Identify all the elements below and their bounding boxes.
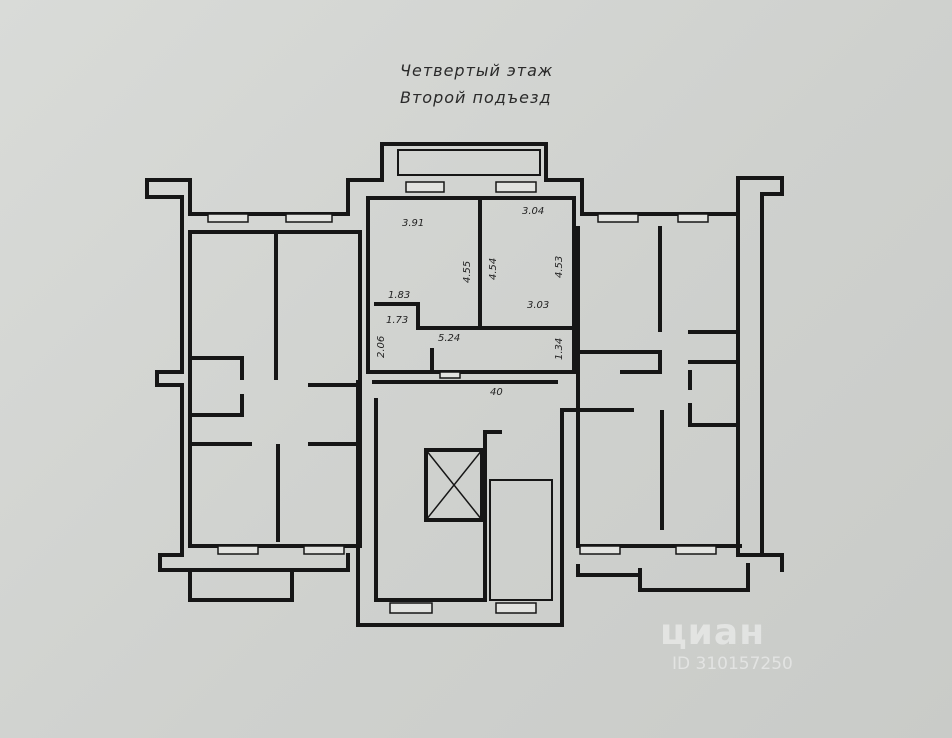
- window: [217, 545, 259, 555]
- window: [303, 545, 345, 555]
- plan-title-entrance: Второй подъезд: [400, 88, 552, 107]
- center-top-wall: [346, 142, 584, 182]
- left-partition-3: [188, 356, 244, 380]
- studio-outer-wall: [366, 196, 576, 374]
- dim-room-right-width: 3.04: [522, 206, 544, 217]
- dim-corridor-length: 5.24: [438, 333, 460, 344]
- window: [389, 602, 433, 614]
- apartment-number: 40: [490, 387, 503, 398]
- window: [677, 213, 709, 223]
- left-wing-bottom-wall: [188, 553, 350, 572]
- elevator-cross: [424, 448, 484, 522]
- watermark-id: ID 310157250: [672, 654, 793, 674]
- dim-room-right-bottom: 3.03: [527, 300, 549, 311]
- dim-hall-height: 2.06: [376, 336, 387, 358]
- door: [439, 371, 461, 379]
- window: [597, 213, 639, 223]
- watermark: циан ID 310157250: [660, 612, 793, 674]
- dim-hall-a: 1.83: [388, 290, 410, 301]
- window: [405, 181, 445, 193]
- window: [675, 545, 717, 555]
- elevator-shaft: [424, 448, 484, 522]
- watermark-brand: циан: [660, 612, 766, 653]
- window: [579, 545, 621, 555]
- dim-corridor-end: 1.34: [554, 338, 565, 360]
- stair-hall-outer: [356, 380, 564, 627]
- left-balcony: [188, 570, 294, 602]
- dim-room-left-width: 3.91: [402, 218, 424, 229]
- staircase: [489, 479, 553, 601]
- right-wing-right-wall-b: [760, 176, 784, 572]
- right-partition-2: [576, 350, 662, 374]
- dim-room-right-depth-b: 4.53: [554, 256, 565, 278]
- left-partition-4: [188, 394, 244, 417]
- dim-room-left-depth: 4.55: [462, 261, 473, 283]
- window: [495, 602, 537, 614]
- center-loggia: [397, 149, 541, 176]
- left-wing-left-wall: [145, 178, 192, 572]
- right-partition-6: [688, 403, 740, 427]
- window: [285, 213, 333, 223]
- right-wing-right-wall-a: [736, 176, 764, 557]
- dim-hall-b: 1.73: [386, 315, 408, 326]
- right-balcony: [638, 563, 750, 592]
- plan-title-floor: Четвертый этаж: [400, 61, 554, 80]
- stair-hall-inner: [374, 398, 502, 602]
- window: [495, 181, 537, 193]
- dim-room-right-depth-a: 4.54: [488, 258, 499, 280]
- window: [207, 213, 249, 223]
- studio-corridor-wall: [374, 302, 572, 330]
- left-wing-top-wall: [145, 178, 350, 216]
- right-wing-bottom-wall: [576, 564, 642, 577]
- right-wing-top-wall: [580, 176, 784, 216]
